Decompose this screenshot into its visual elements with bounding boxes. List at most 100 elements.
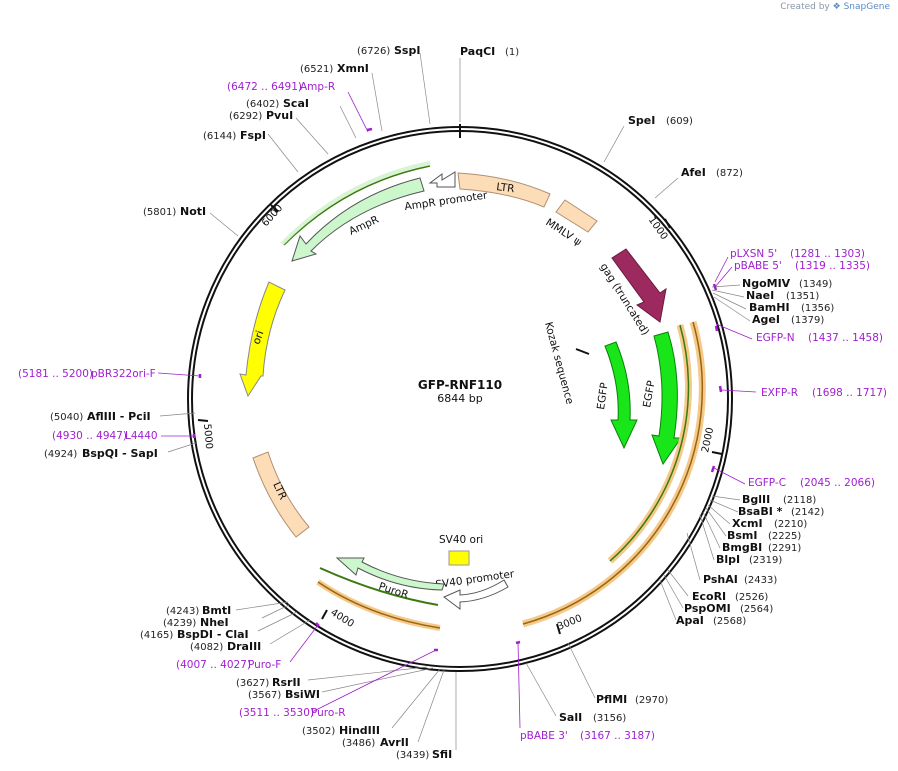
site-afei-pos: (872) [716,168,743,179]
site-pshai[interactable]: PshAI [703,573,738,586]
ampr-orf-bg [280,161,431,246]
site-bsiwi[interactable]: BsiWI [285,688,320,701]
primer-puro-f[interactable]: Puro-F [248,659,281,671]
site-bspdi-clai[interactable]: BspDI - ClaI [177,628,249,641]
site-hindiii[interactable]: HindIII [339,724,380,737]
primer-labels: pLXSN 5' (1281 .. 1303) pBABE 5' (1319 .… [18,81,887,742]
primer-egfp-n-range: (1437 .. 1458) [808,332,883,344]
site-sspi-pos: (6726) [357,46,390,57]
orf-arc-2[interactable] [522,321,704,625]
site-agei-pos: (1379) [791,315,824,326]
site-bglii[interactable]: BglII [742,493,770,506]
site-fspi[interactable]: FspI [240,129,266,142]
primer-pbabe3-range: (3167 .. 3187) [580,730,655,742]
puror-feature[interactable] [335,557,445,591]
kozak-mark [575,348,590,355]
site-nhei[interactable]: NheI [200,616,229,629]
site-fspi-pos: (6144) [203,131,236,142]
site-nhei-pos: (4239) [163,618,196,629]
site-ecori-pos: (2526) [735,592,768,603]
site-leaders-left [159,52,457,750]
primer-l4440[interactable]: L4440 [125,430,158,442]
site-sfii[interactable]: SfiI [432,748,452,761]
site-bamhi[interactable]: BamHI [749,301,790,314]
site-bmti[interactable]: BmtI [202,604,231,617]
primer-puro-r[interactable]: Puro-R [311,707,346,719]
primer-egfp-n[interactable]: EGFP-N [756,332,795,344]
site-xcmi[interactable]: XcmI [732,517,763,530]
site-spei[interactable]: SpeI [628,114,655,127]
site-sali-pos: (3156) [593,713,626,724]
site-naei[interactable]: NaeI [746,289,774,302]
plasmid-size: 6844 bp [437,392,482,405]
site-afei[interactable]: AfeI [681,166,706,179]
site-sspi[interactable]: SspI [394,44,420,57]
site-bsabi-pos: (2142) [791,507,824,518]
site-ngomiv[interactable]: NgoMIV [742,277,791,290]
site-bspdi-pos: (4165) [140,630,173,641]
primer-marks [192,127,723,652]
site-agei[interactable]: AgeI [752,313,780,326]
site-scai[interactable]: ScaI [283,97,309,110]
primer-pbabe3[interactable]: pBABE 3' [520,730,568,742]
snapgene-credit: Created by ❖ SnapGene [780,2,890,12]
site-afliii-pcii[interactable]: AflIII - PciI [87,410,151,423]
site-bmgbi[interactable]: BmgBI [722,541,762,554]
site-pvui[interactable]: PvuI [266,109,293,122]
egfp-feature-2[interactable] [651,331,682,466]
site-avrii[interactable]: AvrII [380,736,409,749]
egfp-feature-1[interactable] [604,341,638,450]
ori-feature[interactable] [239,281,286,398]
site-bsabi[interactable]: BsaBI * [738,505,783,518]
site-apai[interactable]: ApaI [676,614,704,627]
tick-6000 [270,204,279,213]
gag-truncated-feature[interactable] [611,248,667,323]
site-sali[interactable]: SalI [559,711,582,724]
primer-pbabe5[interactable]: pBABE 5' [734,260,782,272]
puror-orf2 [317,581,441,629]
site-bmgbi-pos: (2291) [768,543,801,554]
site-pflmi[interactable]: PflMI [596,693,627,706]
tick-label-5000: 5000 [201,423,214,449]
snapgene-logo-icon: ❖ [832,2,841,12]
primer-l4440-range: (4930 .. 4947) [52,430,127,442]
site-bsmi[interactable]: BsmI [727,529,758,542]
site-scai-pos: (6402) [246,99,279,110]
primer-pbr322ori-f[interactable]: pBR322ori-F [91,368,156,380]
orf-arc-1[interactable] [609,324,690,562]
site-xmni-pos: (6521) [300,64,333,75]
site-blpi[interactable]: BlpI [716,553,740,566]
site-labels: PaqCI (1) SpeI (609) AfeI (872) NgoMIV (… [44,44,834,761]
site-draiii[interactable]: DraIII [227,640,261,653]
site-pspomi[interactable]: PspOMI [684,602,731,615]
tick-marks: 1000 2000 3000 4000 5000 6000 [197,203,723,635]
site-xcmi-pos: (2210) [774,519,807,530]
ltr-top-feature[interactable] [457,172,551,208]
mmlv-psi-feature[interactable] [555,199,598,233]
sv40-promoter-feature[interactable] [443,579,509,610]
primer-amp-r[interactable]: Amp-R [300,81,335,93]
sv40-ori-feature[interactable] [448,550,470,566]
kozak-label: Kozak sequence [542,321,576,406]
site-bspqi-sapi[interactable]: BspQI - SapI [82,447,158,460]
site-rsrii[interactable]: RsrII [272,676,301,689]
site-ecori[interactable]: EcoRI [692,590,726,603]
ampr-orf [283,165,431,246]
primer-pbabe5-range: (1319 .. 1335) [795,260,870,272]
ampr-promoter-feature[interactable] [428,171,456,188]
plasmid-name: GFP-RNF110 [418,378,502,392]
primer-plxsn5[interactable]: pLXSN 5' [730,248,777,260]
credit-text: Created by [780,2,830,12]
egfp-label-1: EGFP [595,382,611,411]
ltr-bottom-feature[interactable] [252,451,310,538]
primer-egfp-c[interactable]: EGFP-C [748,477,786,489]
primer-plxsn5-range: (1281 .. 1303) [790,248,865,260]
site-xmni[interactable]: XmnI [337,62,369,75]
site-paqci[interactable]: PaqCI [460,45,495,58]
tick-label-2000: 2000 [700,426,716,453]
ltr-top-label: LTR [496,181,515,195]
ampr-feature[interactable] [291,177,425,262]
site-noti[interactable]: NotI [180,205,206,218]
primer-exfp-r[interactable]: EXFP-R [761,387,798,399]
